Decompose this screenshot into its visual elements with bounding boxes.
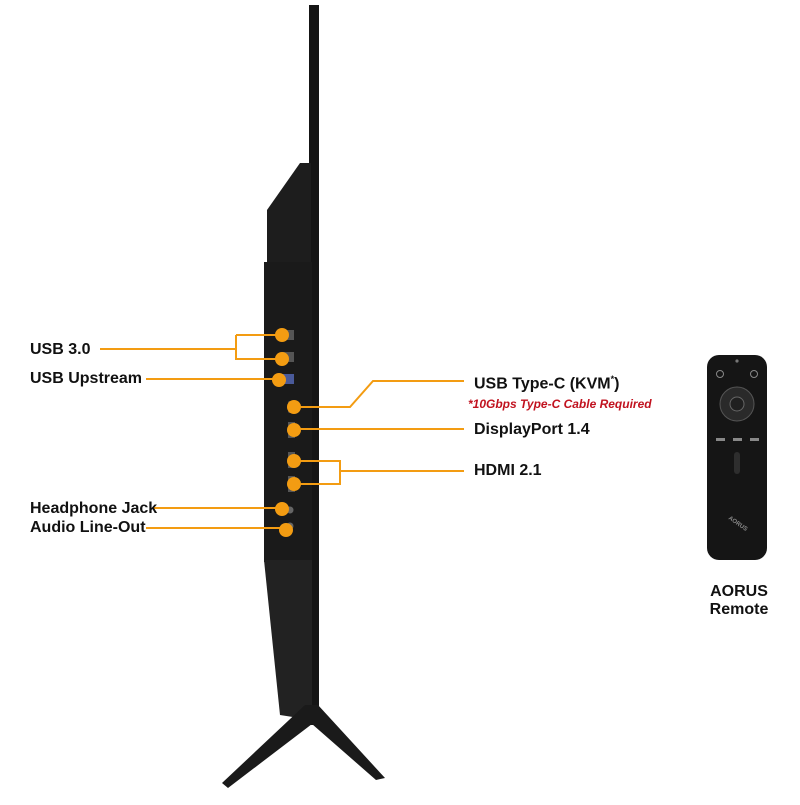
monitor-panel (309, 5, 319, 725)
remote-back-icon (716, 438, 725, 441)
marker-headphone (275, 502, 289, 516)
marker-usb-upstream (272, 373, 286, 387)
remote-illustration: AORUS (707, 355, 767, 560)
marker-audio-out (279, 523, 293, 537)
label-usb-upstream: USB Upstream (30, 370, 143, 387)
marker-usb-c (287, 400, 301, 414)
rear-housing-top (267, 163, 311, 270)
marker-hdmi-1 (287, 454, 301, 468)
stand-neck (264, 560, 312, 720)
remote-volume-rocker (734, 452, 740, 474)
remote-caption-remote: Remote (709, 601, 769, 618)
label-displayport: DisplayPort 1.4 (474, 421, 590, 438)
marker-displayport (287, 423, 301, 437)
label-hdmi: HDMI 2.1 (474, 462, 542, 479)
label-usb-type-c-asterisk: * (610, 374, 615, 384)
remote-home-icon (733, 438, 742, 441)
remote-input-icon (750, 370, 758, 378)
usb-c-cable-note: *10Gbps Type-C Cable Required (468, 397, 652, 411)
marker-usb3-2 (275, 352, 289, 366)
label-headphone-jack: Headphone Jack (30, 500, 158, 517)
callout-dots (272, 328, 301, 537)
marker-usb3-1 (275, 328, 289, 342)
remote-menu-icon (750, 438, 759, 441)
label-usb-type-c-close: ) (614, 375, 620, 393)
label-audio-line-out: Audio Line-Out (30, 519, 146, 536)
remote-power-icon (716, 370, 724, 378)
remote-led (735, 359, 739, 363)
remote-caption-brand: AORUS (710, 583, 768, 600)
io-panel (264, 262, 312, 562)
usb-upstream-port-icon (282, 374, 294, 384)
label-usb-type-c: USB Type-C (KVM*) (474, 375, 619, 392)
stand-base (222, 705, 385, 788)
label-usb-type-c-text: USB Type-C (KVM (474, 375, 611, 393)
remote-ok-button (729, 396, 745, 412)
marker-hdmi-2 (287, 477, 301, 491)
callout-lines (100, 334, 464, 529)
label-usb3: USB 3.0 (30, 341, 91, 358)
